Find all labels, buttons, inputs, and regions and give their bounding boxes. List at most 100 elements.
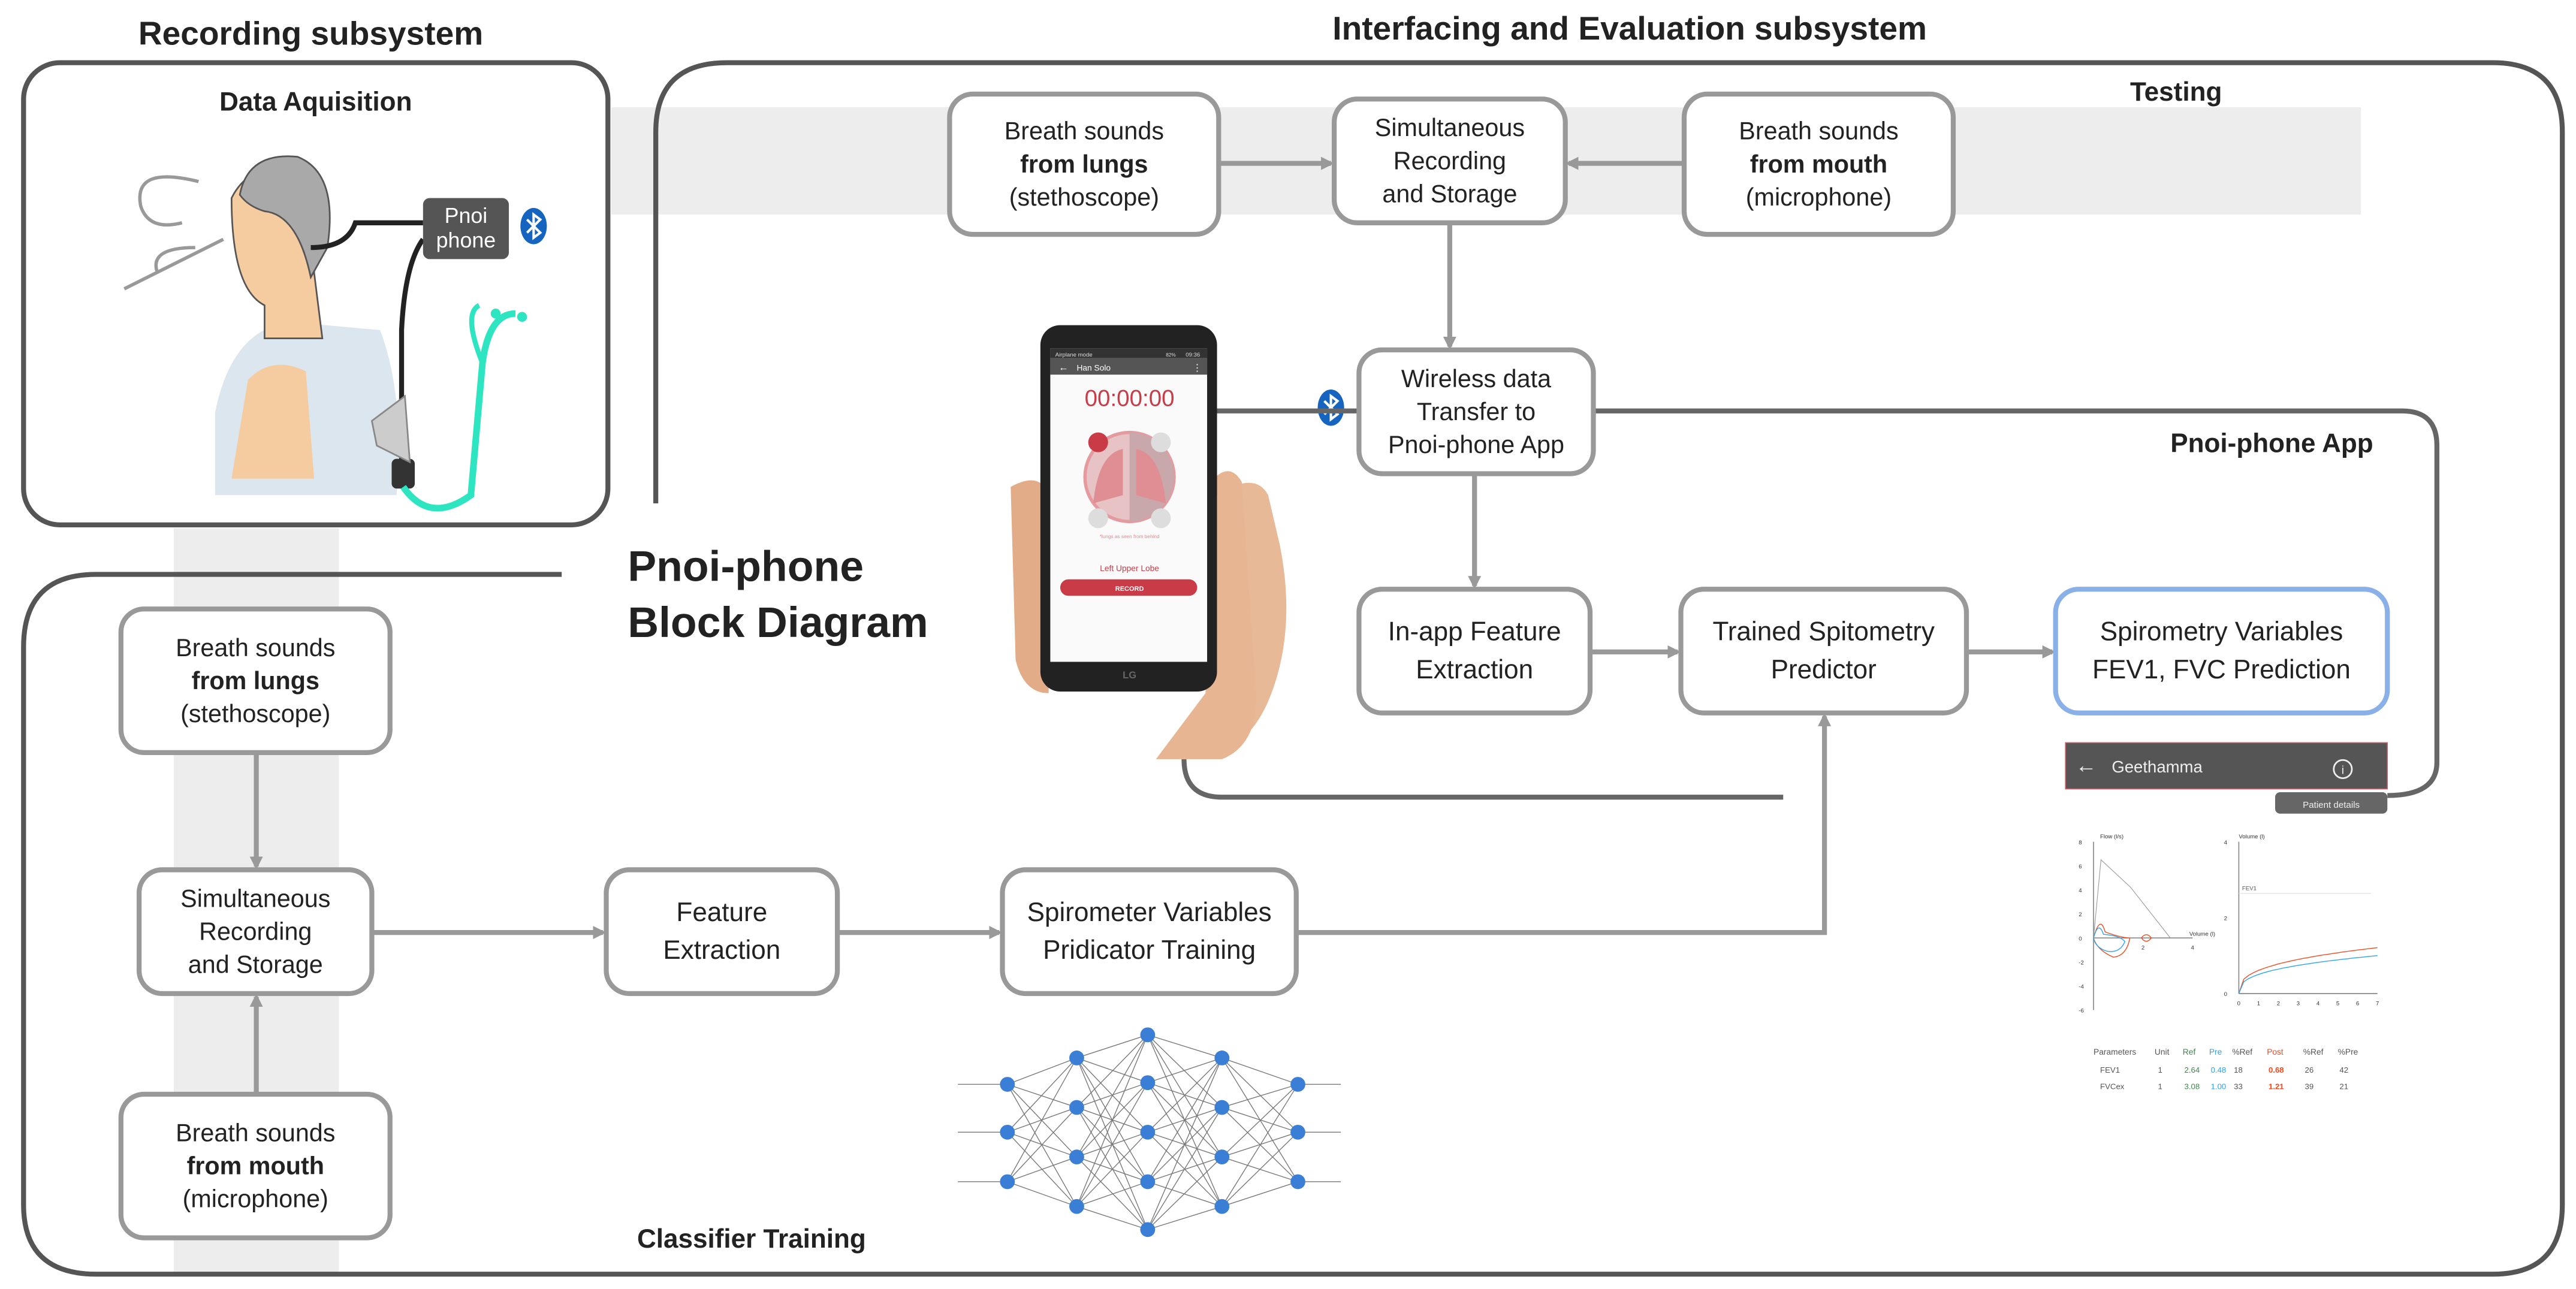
- pre-curve: [2238, 955, 2378, 994]
- phone-back-icon[interactable]: ←: [1058, 361, 1069, 373]
- box-train-mouth: Breath sounds from mouth (microphone): [118, 1091, 393, 1240]
- neuron-node: [1069, 1100, 1084, 1115]
- box-line: Pridicator Training: [1043, 935, 1256, 965]
- info-icon[interactable]: [2333, 759, 2353, 779]
- neuron-node: [1140, 1222, 1156, 1237]
- box-line: Breath sounds: [176, 634, 335, 662]
- table-cell: 1.00: [2211, 1082, 2227, 1091]
- box-line: from mouth: [187, 1152, 324, 1180]
- network-edge: [1076, 1157, 1148, 1230]
- box-line: (stethoscope): [1009, 183, 1159, 211]
- phone-status-time: 09:36: [1186, 352, 1200, 358]
- network-edge: [1147, 1057, 1223, 1133]
- network-edge: [1076, 1082, 1148, 1108]
- network-edge: [1221, 1057, 1298, 1085]
- table-cell: 1.21: [2269, 1082, 2284, 1091]
- network-edge: [1147, 1034, 1223, 1108]
- interfacing-outline: [21, 60, 2565, 1277]
- lobe-marker-selected[interactable]: [1088, 432, 1108, 452]
- box-line: Wireless data: [1401, 365, 1551, 393]
- volume-xtick: 5: [2336, 1000, 2339, 1007]
- table-header: Unit: [2155, 1047, 2170, 1056]
- network-edge: [1147, 1107, 1223, 1230]
- network-edge: [1007, 1057, 1077, 1085]
- neuron-node: [1214, 1050, 1230, 1065]
- connectors: [1181, 408, 2440, 800]
- table-header: Post: [2267, 1047, 2284, 1056]
- flow-xtick: 2: [2141, 944, 2144, 951]
- box-line: Breath sounds: [176, 1119, 335, 1147]
- data-acquisition-title: Data Aquisition: [219, 87, 412, 117]
- block-diagram-title-1: Pnoi-phone: [628, 542, 864, 590]
- patient-details-tooltip: [2275, 792, 2388, 814]
- box-line: (microphone): [1746, 183, 1892, 211]
- app-back-icon[interactable]: ←: [2076, 753, 2097, 777]
- volume-xtick: 3: [2297, 1000, 2300, 1007]
- network-edge: [1147, 1034, 1223, 1207]
- volume-xtick: 6: [2356, 1000, 2359, 1007]
- network-edge: [1076, 1206, 1148, 1230]
- neuron-node: [1069, 1149, 1084, 1165]
- box-line: Pnoi-phone App: [1388, 431, 1564, 458]
- device-label-2: phone: [436, 228, 496, 252]
- neuron-node: [1140, 1027, 1156, 1043]
- network-edge: [1007, 1107, 1077, 1182]
- box-line: Spirometry Variables: [2100, 617, 2343, 647]
- flow-ytick: 8: [2079, 840, 2082, 846]
- phone-menu-icon[interactable]: ⋮: [1192, 363, 1202, 374]
- box-line: Simultaneous: [1375, 114, 1525, 141]
- box-line: from lungs: [1020, 150, 1148, 178]
- volume-xtick: 4: [2316, 1000, 2320, 1007]
- breath-swirl-icon: [123, 175, 224, 291]
- neuron-node: [1140, 1174, 1156, 1190]
- box-line: Simultaneous: [180, 885, 330, 912]
- box-line: FEV1, FVC Prediction: [2092, 655, 2351, 684]
- table-cell: 42: [2339, 1065, 2348, 1074]
- neuron-node: [1214, 1100, 1230, 1115]
- phone-status-text: Airplane mode: [1055, 352, 1093, 358]
- table-header: Parameters: [2094, 1047, 2136, 1056]
- neuron-node: [1290, 1124, 1305, 1140]
- lobe-marker[interactable]: [1151, 432, 1171, 452]
- box-line: Extraction: [663, 935, 780, 965]
- box-line: Recording: [1393, 147, 1506, 174]
- record-button[interactable]: [1060, 579, 1197, 596]
- flow-ytick: 6: [2079, 864, 2082, 870]
- network-edge: [1147, 1181, 1223, 1207]
- interfacing-subsystem-title: Interfacing and Evaluation subsystem: [1332, 10, 1927, 47]
- network-edge: [1221, 1181, 1298, 1207]
- lobe-marker[interactable]: [1088, 508, 1108, 529]
- volume-ytick: 0: [2224, 991, 2227, 998]
- testing-title: Testing: [2130, 77, 2222, 107]
- network-edge: [1007, 1084, 1078, 1207]
- phone-timer: 00:00:00: [1085, 386, 1175, 412]
- table-cell: FEV1: [2100, 1065, 2120, 1074]
- network-edge: [1147, 1034, 1223, 1059]
- network-edge: [1221, 1083, 1298, 1108]
- table-cell: 18: [2234, 1065, 2243, 1074]
- network-edge: [1076, 1181, 1148, 1207]
- network-edge: [1076, 1034, 1148, 1108]
- flow-ytick: 2: [2079, 911, 2082, 918]
- volume-xtick: 0: [2237, 1000, 2240, 1007]
- box-line: Spirometer Variables: [1027, 898, 1272, 927]
- flow-xtick: 4: [2191, 944, 2195, 951]
- patient-illustration: [123, 155, 527, 512]
- box-line: (microphone): [183, 1185, 328, 1213]
- box-line: In-app Feature: [1388, 617, 1561, 647]
- volume-ytick: 2: [2224, 915, 2227, 922]
- box-line: from lungs: [192, 667, 319, 695]
- record-button-label: RECORD: [1115, 585, 1144, 593]
- network-edge: [1076, 1034, 1148, 1059]
- app-screenshot: ← Geethamma i Patient details Flow (l/s)…: [2065, 742, 2388, 1091]
- device-label-1: Pnoi: [445, 204, 488, 228]
- network-edge: [1221, 1083, 1299, 1158]
- phone-brand: LG: [1123, 669, 1136, 681]
- lobe-marker[interactable]: [1151, 508, 1171, 529]
- pre-loop: [2093, 927, 2126, 952]
- block-diagram-title-2: Block Diagram: [628, 599, 928, 647]
